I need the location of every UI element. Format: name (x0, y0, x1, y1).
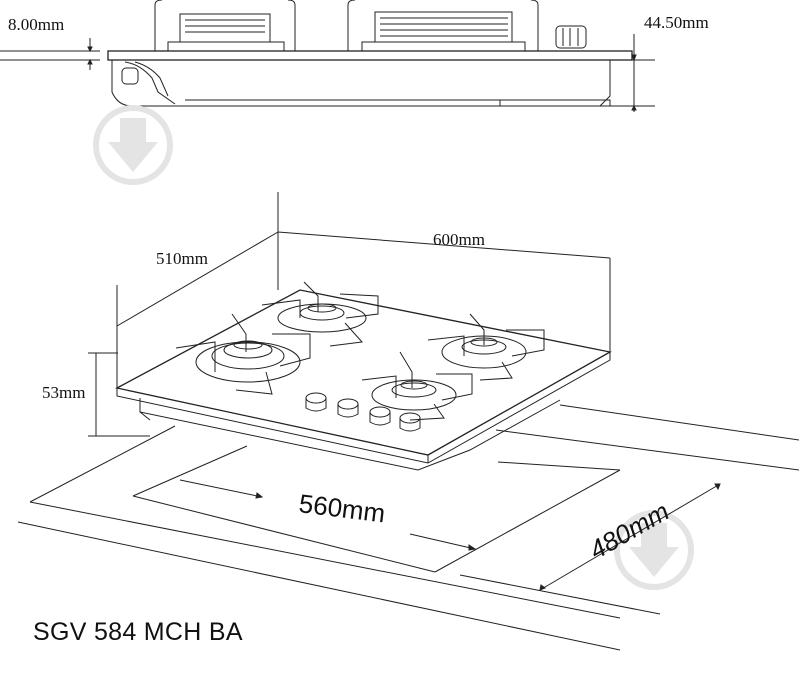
cutout-outline (17, 404, 799, 651)
burner-back-left (261, 281, 379, 347)
download-arrow-icon-2 (614, 510, 694, 590)
glass-thickness-label: 8.00mm (8, 15, 64, 34)
side-elevation (0, 0, 655, 112)
cutout-width-label: 560mm (297, 488, 387, 528)
width-label: 600mm (433, 230, 485, 249)
depth-label: 510mm (156, 249, 208, 268)
burner-front-right (361, 351, 473, 421)
burner-right (427, 313, 545, 381)
total-height-label: 44.50mm (644, 13, 709, 32)
hob-3d (88, 192, 612, 471)
download-arrow-icon (93, 105, 173, 185)
burner-front-left (175, 313, 311, 395)
body-height-label: 53mm (42, 383, 85, 402)
model-name: SGV 584 MCH BA (33, 618, 243, 646)
control-knobs (305, 392, 421, 432)
